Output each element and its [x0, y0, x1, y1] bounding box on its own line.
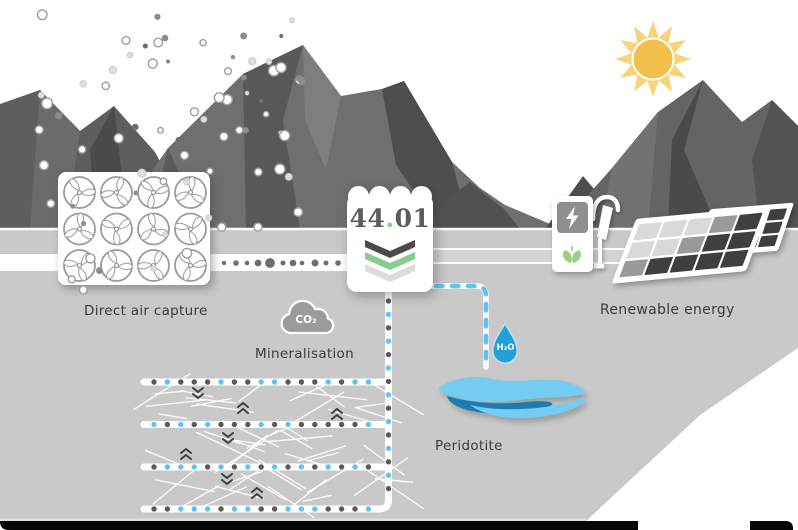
chevron-stack-icon	[365, 240, 415, 282]
fan-icon	[62, 249, 96, 282]
water-body	[438, 376, 586, 419]
direct-air-capture-unit	[58, 172, 210, 285]
fan-icon	[137, 176, 170, 209]
fan-icon	[63, 176, 97, 209]
fuel-nozzle-icon	[590, 194, 621, 269]
fracture-network	[133, 373, 425, 519]
pipe-flow-dots	[151, 298, 392, 512]
co2-cloud-icon	[280, 299, 335, 335]
direct-air-capture-label: Direct air capture	[84, 303, 208, 319]
fan-icon	[174, 212, 207, 246]
fan-icon	[63, 212, 96, 246]
sun-icon	[615, 21, 691, 97]
bottom-bars	[0, 518, 793, 530]
fan-icon	[99, 176, 133, 209]
fan-icon	[100, 249, 134, 282]
fan-icon	[174, 175, 207, 209]
solar-panels	[612, 202, 794, 284]
fan-grid	[62, 175, 208, 282]
number-frac: 01	[394, 204, 431, 233]
leaf-icon	[563, 245, 581, 263]
number-dot: .	[385, 204, 395, 233]
brand-number: 44.01	[347, 204, 433, 233]
conveyor-dots	[221, 258, 341, 268]
flow-direction-chevrons	[180, 387, 343, 499]
ground-cutaway	[585, 348, 798, 522]
water-drop-icon	[492, 322, 518, 364]
fan-icon	[174, 249, 208, 282]
mineralisation-label: Mineralisation	[255, 346, 354, 362]
fan-icon	[136, 249, 170, 282]
underground-pipes	[140, 288, 392, 513]
fan-icon	[137, 212, 170, 246]
water-pipe	[417, 283, 489, 370]
fan-icon	[100, 212, 133, 246]
renewable-energy-label: Renewable energy	[600, 302, 735, 318]
mineralisation-unit: 44.01	[347, 186, 433, 292]
ev-charger	[552, 196, 593, 272]
number-int: 44	[349, 204, 386, 233]
lightning-icon	[557, 202, 588, 233]
peridotite-label: Peridotite	[435, 438, 503, 454]
co2-badge: CO₂	[295, 314, 317, 326]
h2o-badge: H₂O	[496, 343, 515, 353]
